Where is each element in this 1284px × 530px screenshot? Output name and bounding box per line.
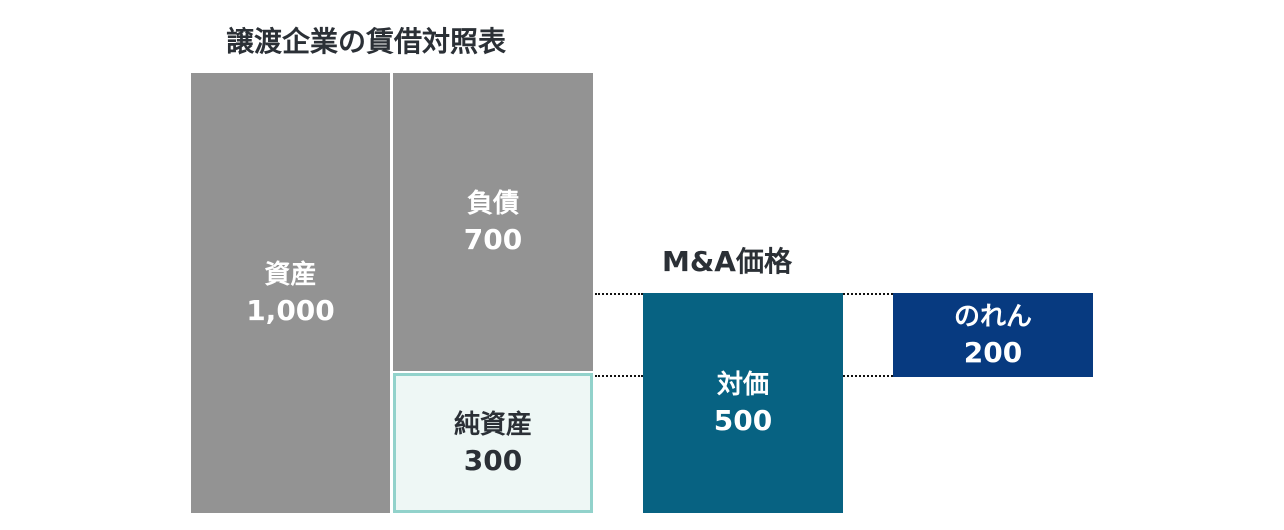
liabilities-value: 700 bbox=[463, 223, 523, 256]
balance-sheet-title: 譲渡企業の賃借対照表 bbox=[226, 25, 507, 58]
dotted-line-top-right bbox=[843, 293, 893, 295]
goodwill-value: 200 bbox=[963, 336, 1023, 369]
consideration-block: 対価 500 bbox=[643, 293, 843, 513]
dotted-line-bottom-left bbox=[595, 375, 643, 377]
assets-block: 資産 1,000 bbox=[191, 73, 390, 513]
assets-value: 1,000 bbox=[246, 294, 335, 327]
goodwill-block: のれん 200 bbox=[893, 293, 1093, 377]
dotted-line-top-left bbox=[595, 293, 643, 295]
assets-label: 資産 bbox=[264, 260, 317, 290]
ma-price-title: M&A価格 bbox=[662, 245, 792, 278]
goodwill-label: のれん bbox=[953, 302, 1032, 332]
liabilities-block: 負債 700 bbox=[393, 73, 593, 371]
dotted-line-bottom-right bbox=[843, 375, 893, 377]
consideration-value: 500 bbox=[713, 404, 773, 437]
liabilities-label: 負債 bbox=[466, 189, 519, 219]
net-assets-label: 純資産 bbox=[453, 410, 532, 440]
consideration-label: 対価 bbox=[716, 370, 769, 400]
net-assets-value: 300 bbox=[463, 444, 523, 477]
net-assets-block: 純資産 300 bbox=[393, 373, 593, 513]
